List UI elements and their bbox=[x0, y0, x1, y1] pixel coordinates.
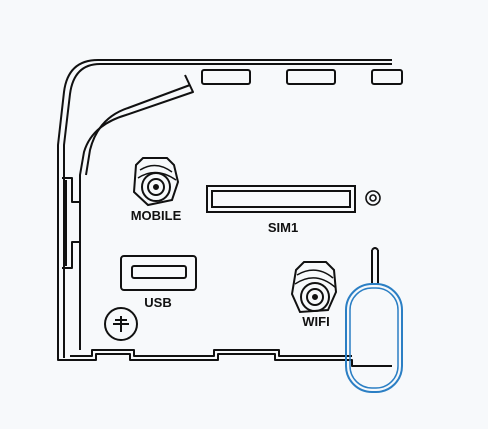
reset-hole-icon[interactable] bbox=[365, 190, 381, 206]
ground-screw-icon bbox=[104, 307, 138, 341]
sim-slot-label: SIM1 bbox=[268, 220, 298, 235]
usb-port-label: USB bbox=[144, 295, 171, 310]
wifi-port-label: WIFI bbox=[302, 314, 329, 329]
side-rail bbox=[62, 74, 194, 350]
device-housing bbox=[57, 59, 392, 367]
mobile-port-label: MOBILE bbox=[131, 208, 182, 223]
wifi-antenna-connector[interactable] bbox=[290, 261, 338, 314]
usb-port[interactable] bbox=[120, 255, 197, 291]
sim-slot[interactable] bbox=[206, 185, 356, 213]
mobile-antenna-connector[interactable] bbox=[132, 157, 180, 207]
sim-ejector-pin-icon bbox=[345, 247, 403, 393]
lid-tabs bbox=[201, 69, 403, 85]
